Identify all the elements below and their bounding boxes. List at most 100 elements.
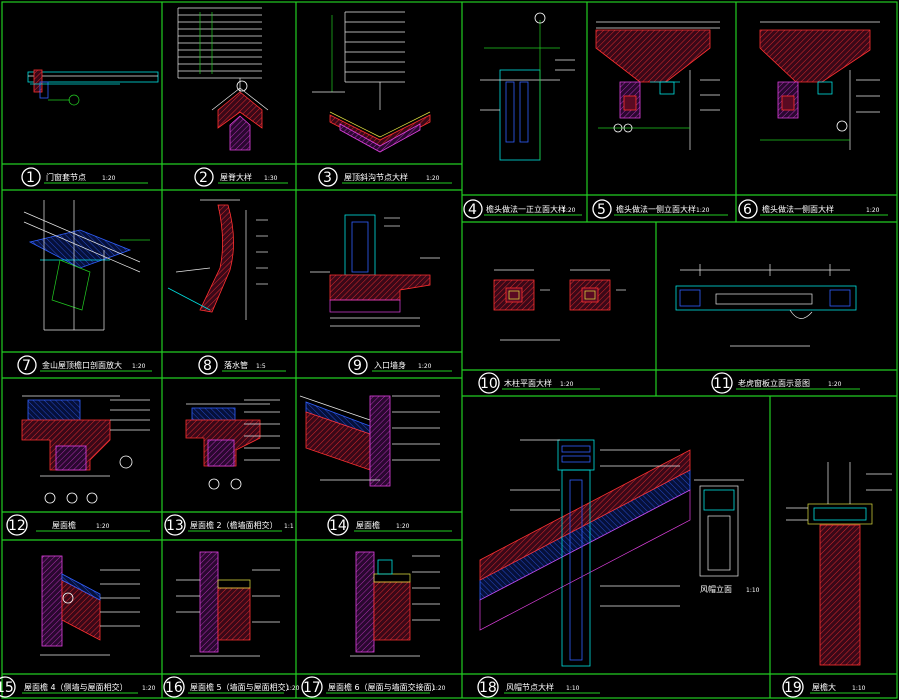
detail-title: 老虎窗板立面示意图 — [738, 378, 810, 388]
detail-title: 风帽节点大样 — [506, 682, 554, 692]
detail-title: 檐头做法一正立面大样 — [486, 204, 566, 214]
detail-scale: 1:10 — [852, 685, 866, 692]
detail-title: 屋脊大样 — [220, 172, 252, 182]
title-12: 12 屋面檐 1:20 — [6, 514, 150, 536]
detail-number: 3 — [323, 170, 332, 186]
vent-elevation-title: 风帽立面 — [700, 584, 732, 594]
detail-title: 屋檐大 — [812, 682, 836, 692]
detail-scale: 1:20 — [418, 363, 432, 370]
drawing-3-valley — [312, 11, 431, 153]
title-15: 15 屋面檐 4（侧墙与屋面相交） 1:20 — [0, 676, 156, 698]
title-11: 11 老虎窗板立面示意图 1:20 — [711, 372, 860, 394]
title-19: 19 屋檐大 1:10 — [782, 676, 880, 698]
title-5: 5 檐头做法一侧立面大样 1:20 — [592, 199, 728, 219]
detail-number: 1 — [26, 170, 35, 186]
detail-number: 19 — [784, 680, 802, 696]
detail-number: 17 — [303, 680, 321, 696]
detail-number: 7 — [22, 358, 31, 374]
detail-scale: 1:20 — [432, 685, 446, 692]
drawing-1-casing — [27, 69, 159, 106]
detail-title: 檐头做法一侧面大样 — [762, 204, 834, 214]
drawing-12-roof-eave — [21, 395, 150, 504]
detail-scale: 1:20 — [866, 207, 880, 214]
detail-scale: 1:20 — [132, 363, 146, 370]
drawing-4-eave-front — [480, 12, 575, 161]
detail-title: 屋面檐 6（屋面与墙面交接面） — [328, 682, 440, 692]
drawing-11-dormer-panel — [675, 264, 857, 347]
detail-scale: 1:20 — [828, 381, 842, 388]
detail-scale: 1:20 — [142, 685, 156, 692]
title-10: 10 木柱平面大样 1:20 — [478, 372, 600, 394]
detail-title: 落水管 — [224, 360, 248, 370]
detail-number: 10 — [480, 376, 498, 392]
detail-number: 15 — [0, 680, 14, 696]
title-1: 1 门窗套节点 1:20 — [21, 167, 148, 187]
detail-title: 屋面檐 4（侧墙与屋面相交） — [24, 682, 128, 692]
detail-scale: 1:10 — [566, 685, 580, 692]
detail-scale: 1:5 — [256, 363, 266, 370]
detail-title: 屋面檐 2（檐墙面相交） — [190, 520, 278, 530]
vent-elevation-scale: 1:10 — [746, 587, 760, 594]
detail-title: 金山屋顶檐口剖面放大 — [42, 360, 122, 370]
title-8: 8 落水管 1:5 — [198, 355, 286, 375]
drawing-15-roof-side-wall — [40, 555, 140, 656]
detail-scale: 1:20 — [426, 175, 440, 182]
detail-scale: 1:20 — [562, 207, 576, 214]
drawing-7-gable — [23, 200, 150, 331]
drawing-10-column-plan — [493, 269, 626, 341]
detail-number: 14 — [329, 518, 347, 534]
drawing-6-eave-section — [759, 21, 880, 150]
title-17: 17 屋面檐 6（屋面与墙面交接面） 1:20 — [301, 676, 446, 698]
title-4: 4 檐头做法一正立面大样 1:20 — [463, 199, 582, 219]
title-13: 13 屋面檐 2（檐墙面相交） 1:1 — [164, 514, 294, 536]
title-2: 2 屋脊大样 1:30 — [194, 167, 288, 187]
detail-number: 12 — [8, 518, 26, 534]
detail-number: 18 — [479, 680, 497, 696]
vent-elevation-label: 风帽立面 1:10 — [700, 584, 760, 594]
detail-number: 9 — [353, 358, 362, 374]
detail-title: 屋面檐 5（墙面与屋面相交） — [190, 682, 294, 692]
title-18: 18 风帽节点大样 1:10 — [477, 676, 600, 698]
title-14: 14 屋面檐 1:20 — [327, 514, 452, 536]
title-7: 7 金山屋顶檐口剖面放大 1:20 — [17, 355, 152, 375]
detail-title: 门窗套节点 — [46, 172, 86, 182]
detail-title: 檐头做法一侧立面大样 — [616, 204, 696, 214]
detail-number: 16 — [165, 680, 183, 696]
detail-title: 屋面檐 — [52, 520, 76, 530]
title-3: 3 屋顶斜沟节点大样 1:20 — [318, 167, 452, 187]
detail-scale: 1:20 — [102, 175, 116, 182]
drawing-14-roof-eave-slope — [299, 395, 440, 487]
title-16: 16 屋面檐 5（墙面与屋面相交） 1:20 — [163, 676, 300, 698]
detail-scale: 1:20 — [696, 207, 710, 214]
detail-scale: 1:20 — [396, 523, 410, 530]
detail-title: 木柱平面大样 — [504, 378, 552, 388]
drawing-8-downpipe — [167, 199, 268, 320]
drawing-19-eave — [786, 462, 892, 666]
drawing-13-roof-eave-2 — [185, 399, 280, 490]
detail-scale: 1:30 — [264, 175, 278, 182]
detail-number: 5 — [597, 202, 606, 218]
drawing-5-eave-side — [595, 21, 720, 150]
drawing-2-ridge — [177, 7, 269, 151]
detail-title: 入口墙身 — [374, 360, 406, 370]
detail-number: 11 — [713, 376, 731, 392]
title-9: 9 入口墙身 1:20 — [348, 355, 452, 375]
detail-number: 8 — [203, 358, 212, 374]
detail-title: 屋面檐 — [356, 520, 380, 530]
drawing-18-vent-cap — [479, 439, 744, 667]
drawing-9-entrance-wall — [310, 214, 440, 327]
detail-number: 2 — [199, 170, 208, 186]
detail-number: 13 — [166, 518, 184, 534]
detail-number: 6 — [743, 202, 752, 218]
detail-scale: 1:20 — [96, 523, 110, 530]
title-6: 6 檐头做法一侧面大样 1:20 — [738, 199, 888, 219]
detail-scale: 1:20 — [560, 381, 574, 388]
drawing-17-roof-wall-joint — [350, 551, 440, 657]
detail-scale: 1:1 — [284, 523, 294, 530]
detail-scale: 1:20 — [286, 685, 300, 692]
drawing-16-wall-roof — [176, 551, 280, 657]
detail-title: 屋顶斜沟节点大样 — [344, 172, 408, 182]
detail-number: 4 — [468, 202, 477, 218]
